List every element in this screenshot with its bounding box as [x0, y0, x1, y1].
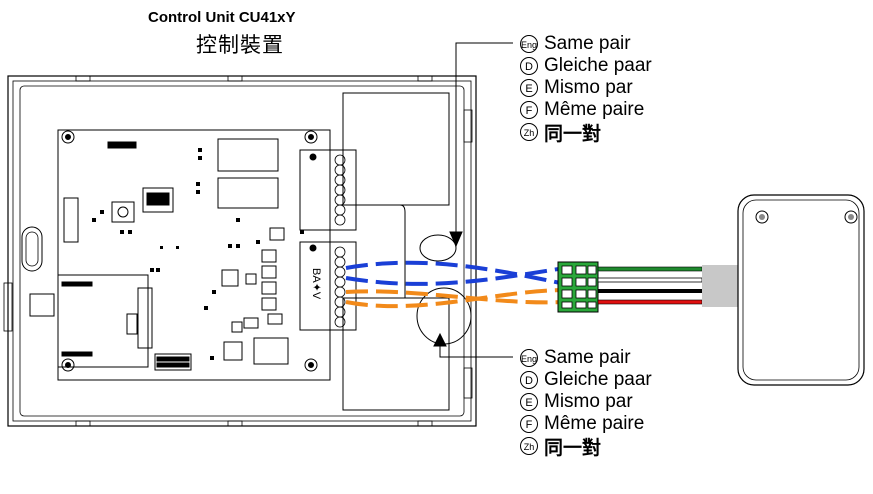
callout-row: Eng Same pair: [520, 33, 700, 55]
lang-badge: Zh: [520, 123, 538, 141]
callout-text: Gleiche paar: [544, 369, 652, 390]
callout-text: Same pair: [544, 347, 631, 368]
cable-gland: [416, 234, 472, 345]
control-unit-title: Control Unit CU41xY: [148, 9, 296, 26]
callout-text: Mismo par: [544, 77, 633, 98]
cable-wires: [597, 265, 740, 307]
callout-text: Same pair: [544, 33, 631, 54]
control-unit-housing: [3, 75, 477, 427]
callout-text: 同一對: [544, 437, 602, 459]
callout-row: D Gleiche paar: [520, 55, 700, 77]
lang-badge: Eng: [520, 349, 538, 367]
lang-badge: D: [520, 57, 538, 75]
callout-row: Zh 同一對: [520, 435, 700, 459]
control-unit-pcb: [57, 129, 331, 381]
callout-row: D Gleiche paar: [520, 369, 700, 391]
remote-device: [737, 194, 865, 386]
callout-top: Eng Same pair D Gleiche paar E Mismo par…: [520, 33, 700, 145]
callout-text: Gleiche paar: [544, 55, 652, 76]
mounting-holes: [61, 130, 318, 372]
wire-connector: [557, 261, 599, 313]
callout-text: Même paire: [544, 413, 645, 434]
lang-badge: F: [520, 415, 538, 433]
callout-row: F Même paire: [520, 99, 700, 121]
callout-text: 同一對: [544, 123, 602, 145]
control-unit-title-zh: 控制裝置: [196, 34, 284, 57]
callout-bottom: Eng Same pair D Gleiche paar E Mismo par…: [520, 347, 700, 459]
callout-row: Zh 同一對: [520, 121, 700, 145]
callout-row: Eng Same pair: [520, 347, 700, 369]
callout-row: E Mismo par: [520, 77, 700, 99]
callout-row: E Mismo par: [520, 391, 700, 413]
lang-badge: E: [520, 393, 538, 411]
callout-text: Mismo par: [544, 391, 633, 412]
terminal-block-lower: [299, 241, 357, 331]
wire-pair-orange: [345, 288, 566, 309]
callout-row: F Même paire: [520, 413, 700, 435]
wire-pair-blue: [345, 260, 566, 286]
callout-text: Même paire: [544, 99, 645, 120]
terminal-label: BA✦V: [310, 268, 322, 300]
lang-badge: Zh: [520, 437, 538, 455]
lang-badge: D: [520, 371, 538, 389]
lang-badge: F: [520, 101, 538, 119]
terminal-block-upper: [299, 149, 357, 231]
lang-badge: E: [520, 79, 538, 97]
callout-lines: [433, 42, 513, 358]
lang-badge: Eng: [520, 35, 538, 53]
